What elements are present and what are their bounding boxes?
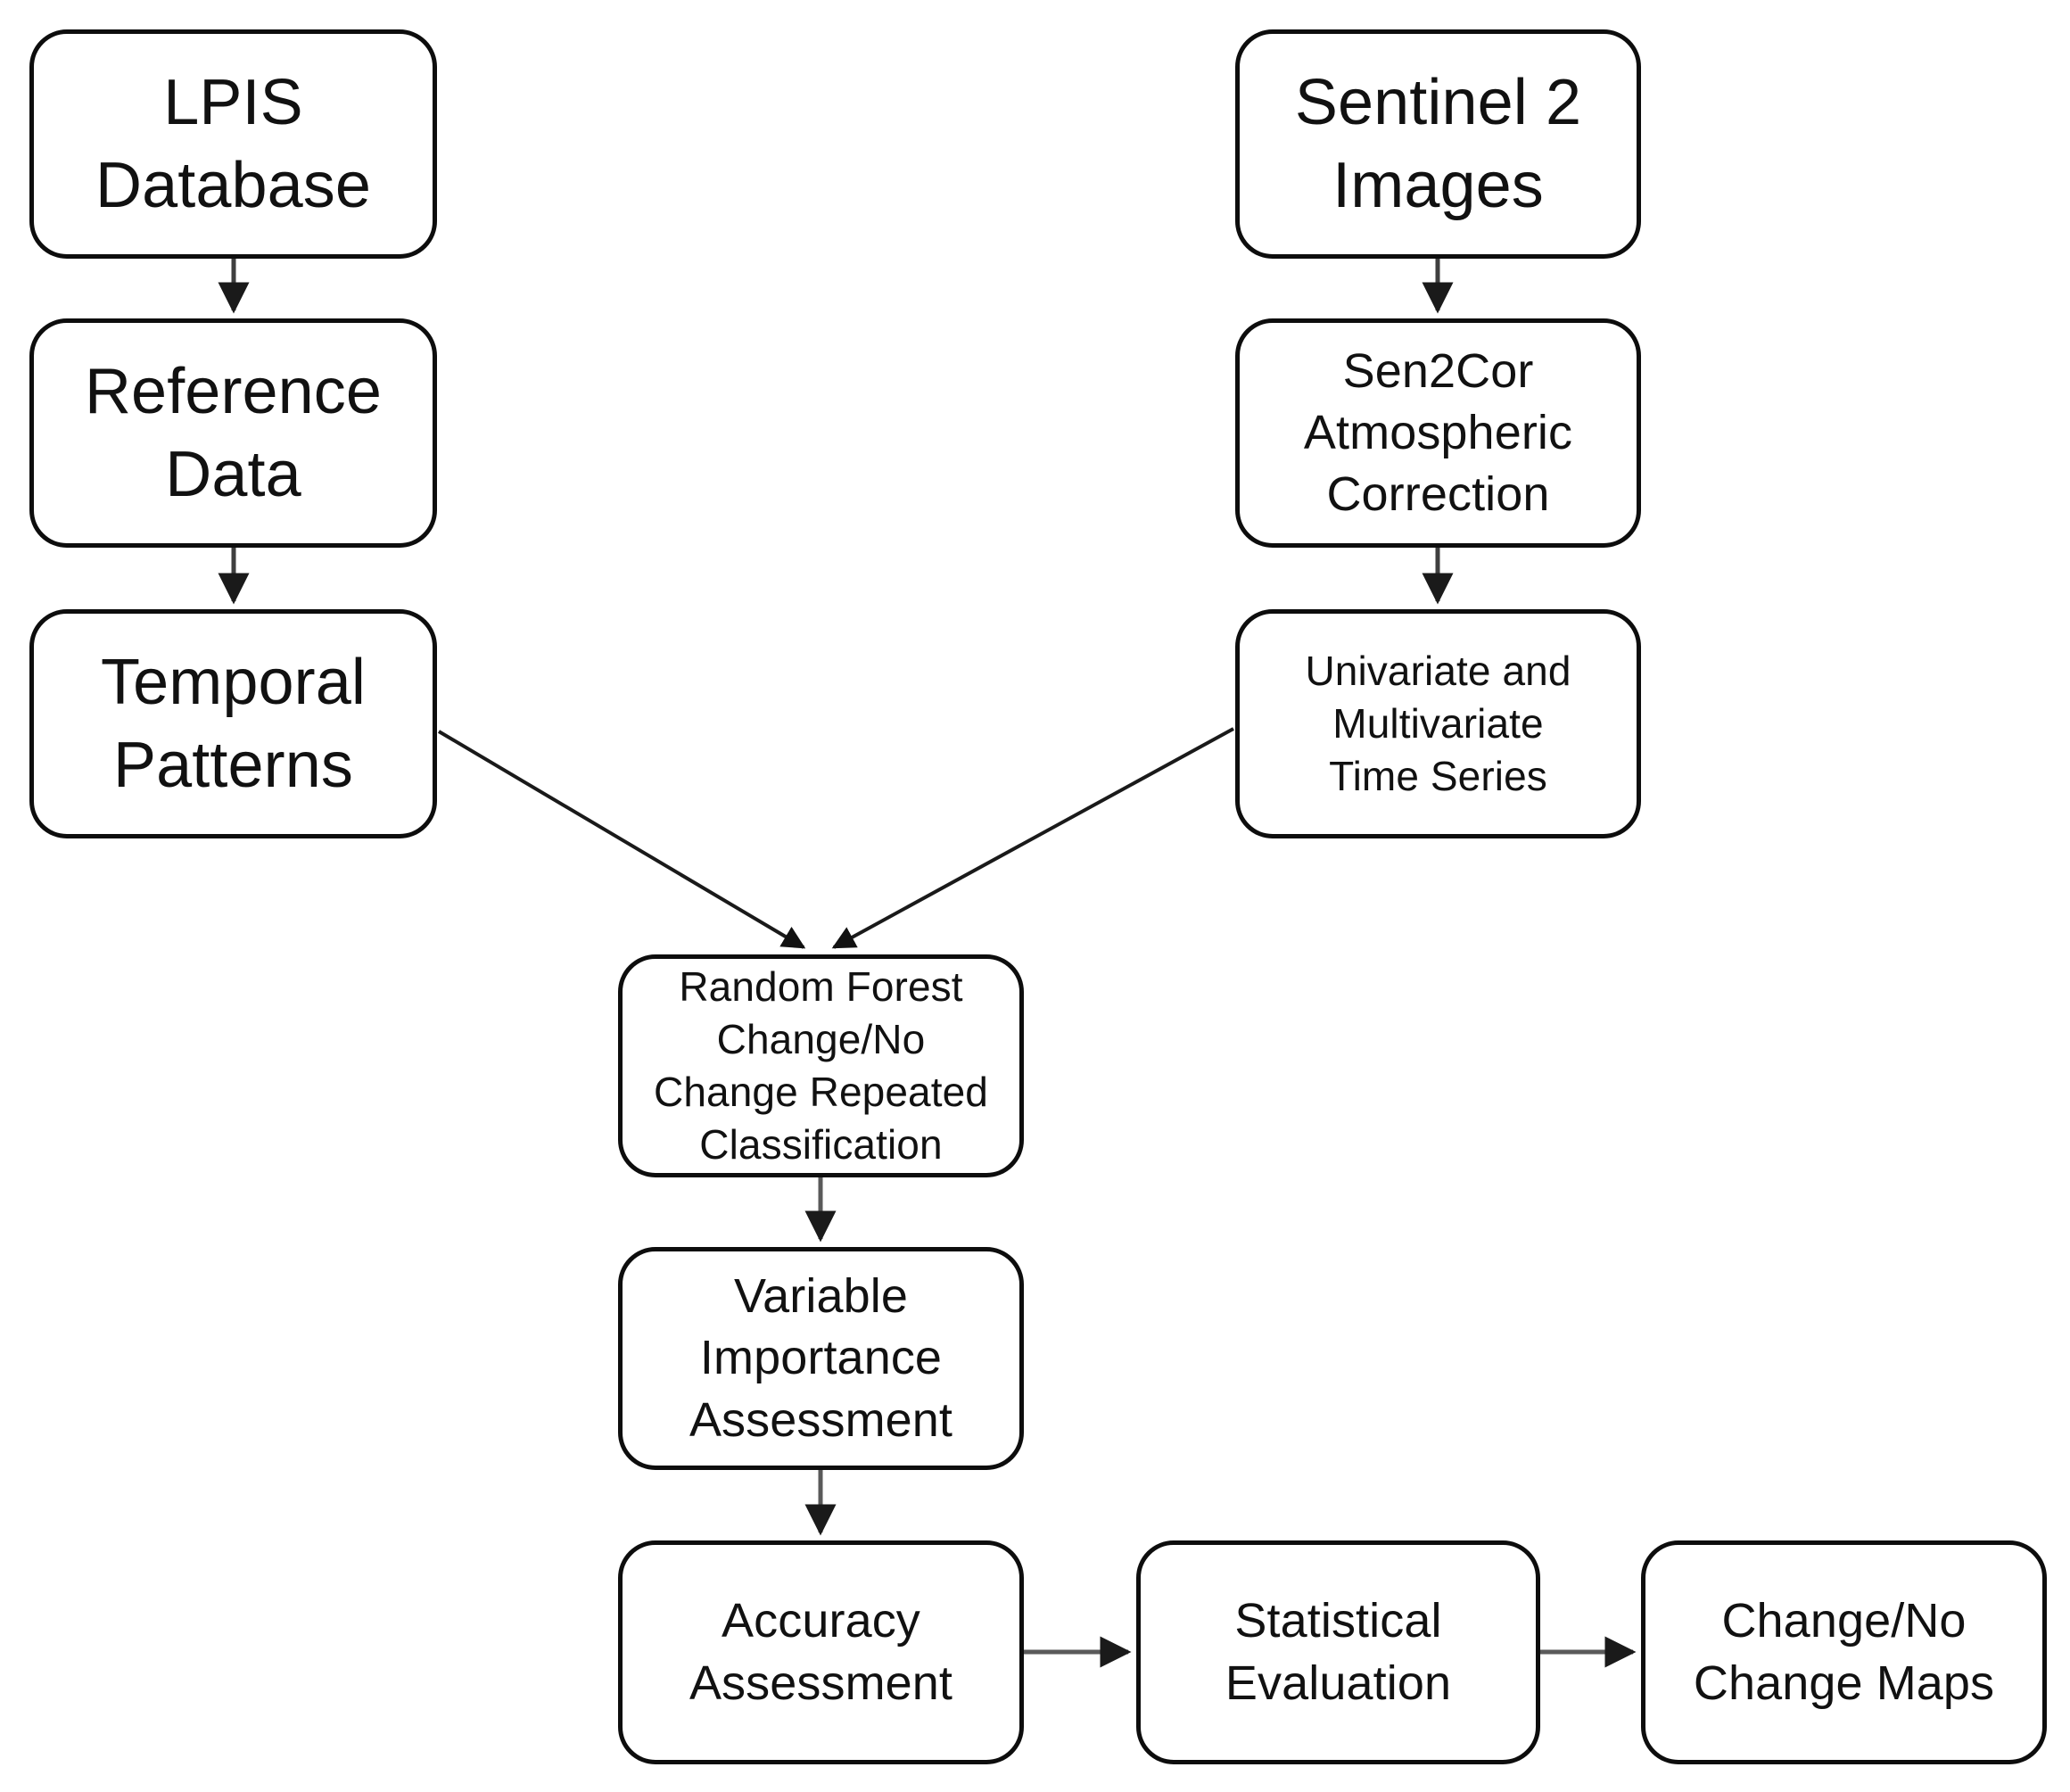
node-sentinel-2-images[interactable]: Sentinel 2 Images (1235, 29, 1641, 259)
node-change-no-change-maps[interactable]: Change/No Change Maps (1641, 1540, 2047, 1764)
node-sen2cor-correction[interactable]: Sen2Cor Atmospheric Correction (1235, 318, 1641, 548)
node-lpis-database[interactable]: LPIS Database (29, 29, 437, 259)
node-statistical-evaluation[interactable]: Statistical Evaluation (1136, 1540, 1540, 1764)
node-accuracy-assessment[interactable]: Accuracy Assessment (618, 1540, 1024, 1764)
node-reference-data[interactable]: Reference Data (29, 318, 437, 548)
edge-timeseries-to-randomforest (831, 727, 1234, 949)
node-time-series[interactable]: Univariate and Multivariate Time Series (1235, 609, 1641, 838)
node-random-forest[interactable]: Random Forest Change/No Change Repeated … (618, 954, 1024, 1177)
node-variable-importance[interactable]: Variable Importance Assessment (618, 1247, 1024, 1470)
node-temporal-patterns[interactable]: Temporal Patterns (29, 609, 437, 838)
edge-temporal-to-randomforest (437, 730, 806, 949)
